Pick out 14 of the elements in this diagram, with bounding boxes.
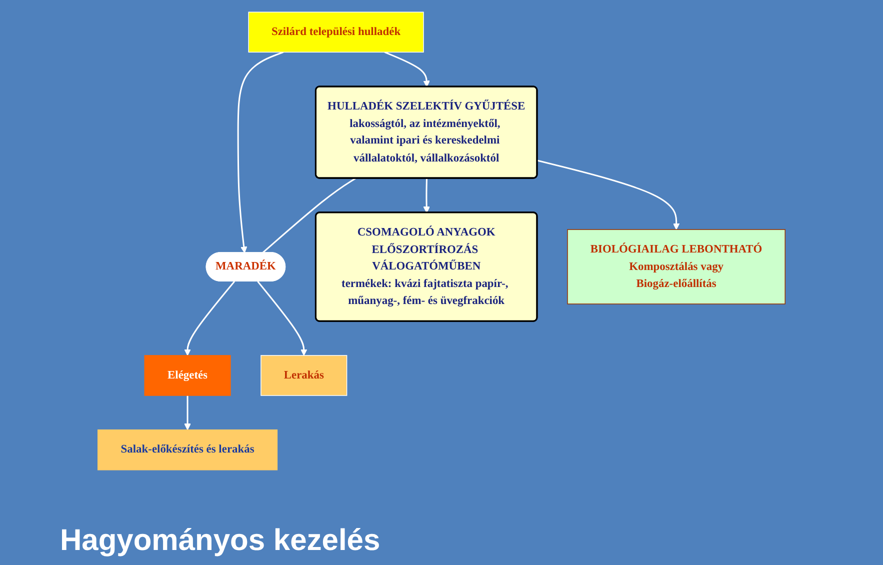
node-box: Salak-előkészítés és lerakás [98, 429, 278, 470]
arrow [237, 51, 284, 254]
arrow [184, 280, 236, 356]
arrow [184, 396, 191, 430]
arrow [384, 51, 430, 88]
node-box: Szilárd települési hulladék [248, 12, 424, 53]
node-box: Elégetés [144, 355, 231, 396]
node-box: Lerakás [260, 355, 348, 396]
arrow [537, 160, 680, 230]
arrow [423, 178, 430, 214]
node-box: BIOLÓGIAILAG LEBONTHATÓ Komposztálás vagy Biogáz-előállítás [567, 229, 786, 304]
connector [262, 178, 356, 254]
heading-text: Hagyományos kezelés [60, 523, 380, 559]
arrow [257, 280, 308, 356]
